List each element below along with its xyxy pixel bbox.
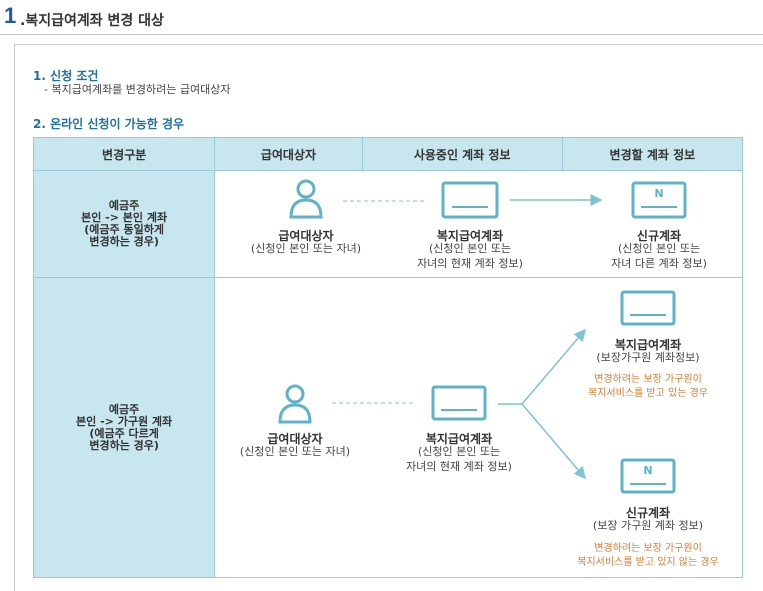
col-header-type: 변경구분 [32,137,216,171]
page-header: 1 .복지급여계좌 변경 대상 [0,0,763,36]
row2-diagram [214,277,743,578]
row1-label: 예금주 본인 -> 본인 계좌 (예금주 동일하게 변경하는 경우) [32,170,216,278]
row2-lower-sub: (보장 가구원 계좌 정보) [592,519,704,532]
row1-new-sub1: (신청인 본인 또는 [617,242,701,255]
eligibility-table: 변경구분 급여대상자 사용중인 계좌 정보 변경할 계좌 정보 예금주 본인 -… [32,137,744,578]
row2-label-line3: (예금주 다르게 [89,426,159,440]
row1-current-sub1: (신청인 본인 또는 [428,242,512,255]
row2-arrow-lower [521,403,586,480]
row1-person-sub: (신청인 본인 또는 자녀) [250,242,362,255]
row2-upper-card-icon [620,290,676,326]
section2-title: 2. 온라인 신청이 가능한 경우 [33,117,185,131]
row2-new-card-letter: N [643,464,653,477]
row1-new-card-letter: N [654,187,664,200]
row2-lower-note2: 복지서비스를 받고 있지 않는 경우 [577,557,719,568]
row1-current-card-icon [441,181,499,219]
row2-person-sub: (신청인 본인 또는 자녀) [239,445,351,458]
row1-new-card-icon [631,181,687,219]
col-header-new: 변경할 계좌 정보 [561,137,744,171]
row2-label: 예금주 본인 -> 가구원 계좌 (예금주 다르게 변경하는 경우) [32,277,216,578]
row1-label-line3: (예금주 동일하게 [84,223,164,236]
row2-upper-sub: (보장가구원 계좌정보) [596,351,700,364]
row2-person-icon [278,384,312,424]
row2-upper-note1: 변경하려는 보장 가구원이 [594,374,702,385]
row2-person-title: 급여대상자 [267,432,323,446]
row1-person-icon [289,179,323,219]
row1-new-sub2: 자녀 다른 계좌 정보) [611,257,707,270]
row2-current-sub1: (신청인 본인 또는 [417,445,501,458]
row2-current-sub2: 자녀의 현재 계좌 정보) [406,460,512,473]
col-header-recipient: 급여대상자 [214,137,363,171]
row1-current-title: 복지급여계좌 [436,229,504,243]
row2-lower-title: 신규계좌 [625,506,671,520]
row1-new-title: 신규계좌 [636,229,682,243]
row2-upper-note2: 복지서비스를 받고 있는 경우 [588,388,708,399]
section-number: 1 [4,3,17,28]
row1-person-title: 급여대상자 [278,229,334,243]
header-divider [0,34,763,35]
row1-current-sub2: 자녀의 현재 계좌 정보) [417,257,523,270]
row2-lower-note1: 변경하려는 보장 가구원이 [594,543,702,554]
row1-label-line4: 변경하는 경우) [89,235,159,248]
section1-desc: - 복지급여계좌를 변경하려는 급여대상자 [44,83,231,96]
row2-label-line2: 본인 -> 가구원 계좌 [76,414,173,428]
row2-current-title: 복지급여계좌 [425,432,493,446]
row2-current-card-icon [431,385,487,421]
row2-label-line1: 예금주 [108,402,140,416]
section1-title: 1. 신청 조건 [33,69,99,83]
row1-label-line1: 예금주 [108,199,140,212]
row2-lower-card-icon [620,458,676,494]
page-title: .복지급여계좌 변경 대상 [20,13,164,29]
row2-upper-title: 복지급여계좌 [614,338,682,352]
row2-arrow-upper [521,328,586,405]
col-header-current: 사용중인 계좌 정보 [361,137,563,171]
row1-label-line2: 본인 -> 본인 계좌 [81,211,168,224]
row2-label-line4: 변경하는 경우) [89,438,159,452]
